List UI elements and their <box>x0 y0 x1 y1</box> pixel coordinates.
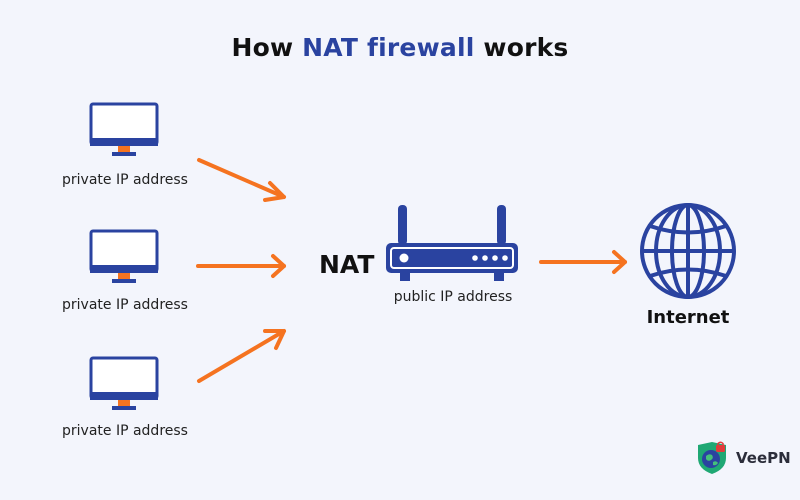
arrow-router-to-internet <box>539 250 627 274</box>
diagram-title: How NAT firewall works <box>0 33 800 62</box>
device-label: private IP address <box>62 297 188 313</box>
title-suffix: works <box>474 33 569 62</box>
arrow-device2-to-router <box>196 254 286 278</box>
nat-label: NAT <box>319 250 375 279</box>
internet-label: Internet <box>646 307 730 328</box>
monitor-icon <box>89 229 159 283</box>
router-icon <box>386 205 518 281</box>
device-label: private IP address <box>62 172 188 188</box>
veepn-logo: VeePN <box>696 440 791 476</box>
monitor-icon <box>89 356 159 410</box>
title-highlight: NAT firewall <box>302 33 475 62</box>
device-label: private IP address <box>62 423 188 439</box>
title-prefix: How <box>231 33 303 62</box>
monitor-icon <box>89 102 159 156</box>
arrow-device1-to-router <box>197 158 286 202</box>
globe-icon <box>640 203 736 299</box>
router-label: public IP address <box>393 289 513 305</box>
arrow-device3-to-router <box>197 329 286 383</box>
veepn-logo-text: VeePN <box>736 449 791 467</box>
veepn-shield-icon <box>698 441 726 474</box>
